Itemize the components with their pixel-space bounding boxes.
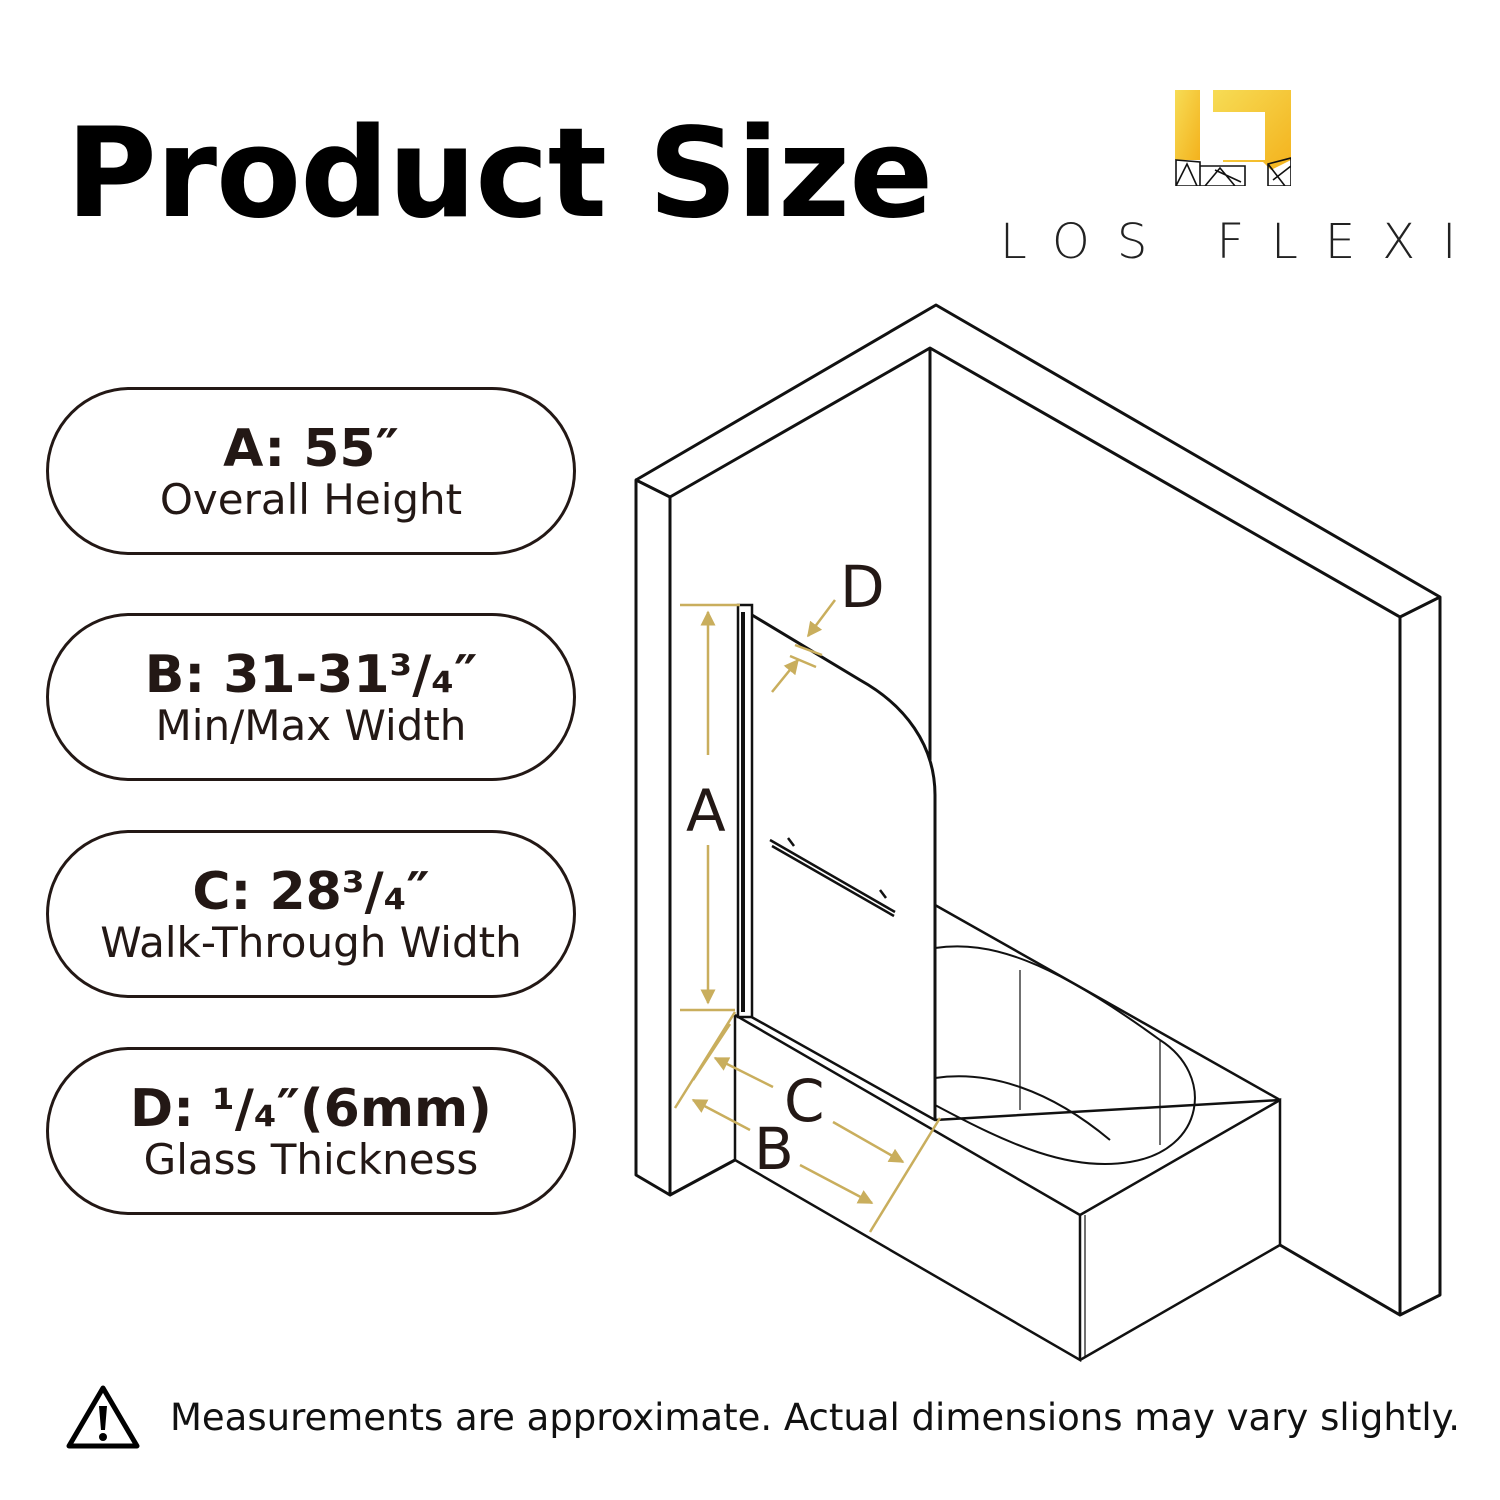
warning-icon: [66, 1385, 140, 1449]
spec-a-card: A: 55″ Overall Height: [46, 387, 576, 555]
spec-label: Glass Thickness: [143, 1134, 479, 1184]
walls: [634, 303, 1442, 1317]
glass-panel: [736, 603, 937, 1120]
spec-label: Min/Max Width: [155, 700, 467, 750]
disclaimer-note: Measurements are approximate. Actual dim…: [66, 1384, 1460, 1450]
page-title: Product Size: [66, 102, 933, 246]
spec-value: D: ¹/₄″(6mm): [130, 1079, 492, 1139]
dimension-label-c: C: [784, 1067, 825, 1135]
spec-label: Overall Height: [159, 474, 463, 524]
dimension-lines: [673, 599, 942, 1233]
spec-value: A: 55″: [223, 419, 399, 479]
spec-d-card: D: ¹/₄″(6mm) Glass Thickness: [46, 1047, 576, 1215]
dimension-label-b: B: [754, 1115, 794, 1183]
brand-name: LOS FLEXI: [1000, 214, 1484, 270]
disclaimer-text: Measurements are approximate. Actual dim…: [170, 1395, 1461, 1439]
spec-value: B: 31-31³/₄″: [144, 645, 478, 705]
spec-label: Walk-Through Width: [100, 917, 522, 967]
dimension-label-d: D: [840, 553, 885, 621]
dimension-label-a: A: [686, 777, 726, 845]
brand-logo: [1175, 90, 1291, 186]
spec-c-card: C: 28³/₄″ Walk-Through Width: [46, 830, 576, 998]
spec-value: C: 28³/₄″: [192, 862, 430, 922]
spec-b-card: B: 31-31³/₄″ Min/Max Width: [46, 613, 576, 781]
